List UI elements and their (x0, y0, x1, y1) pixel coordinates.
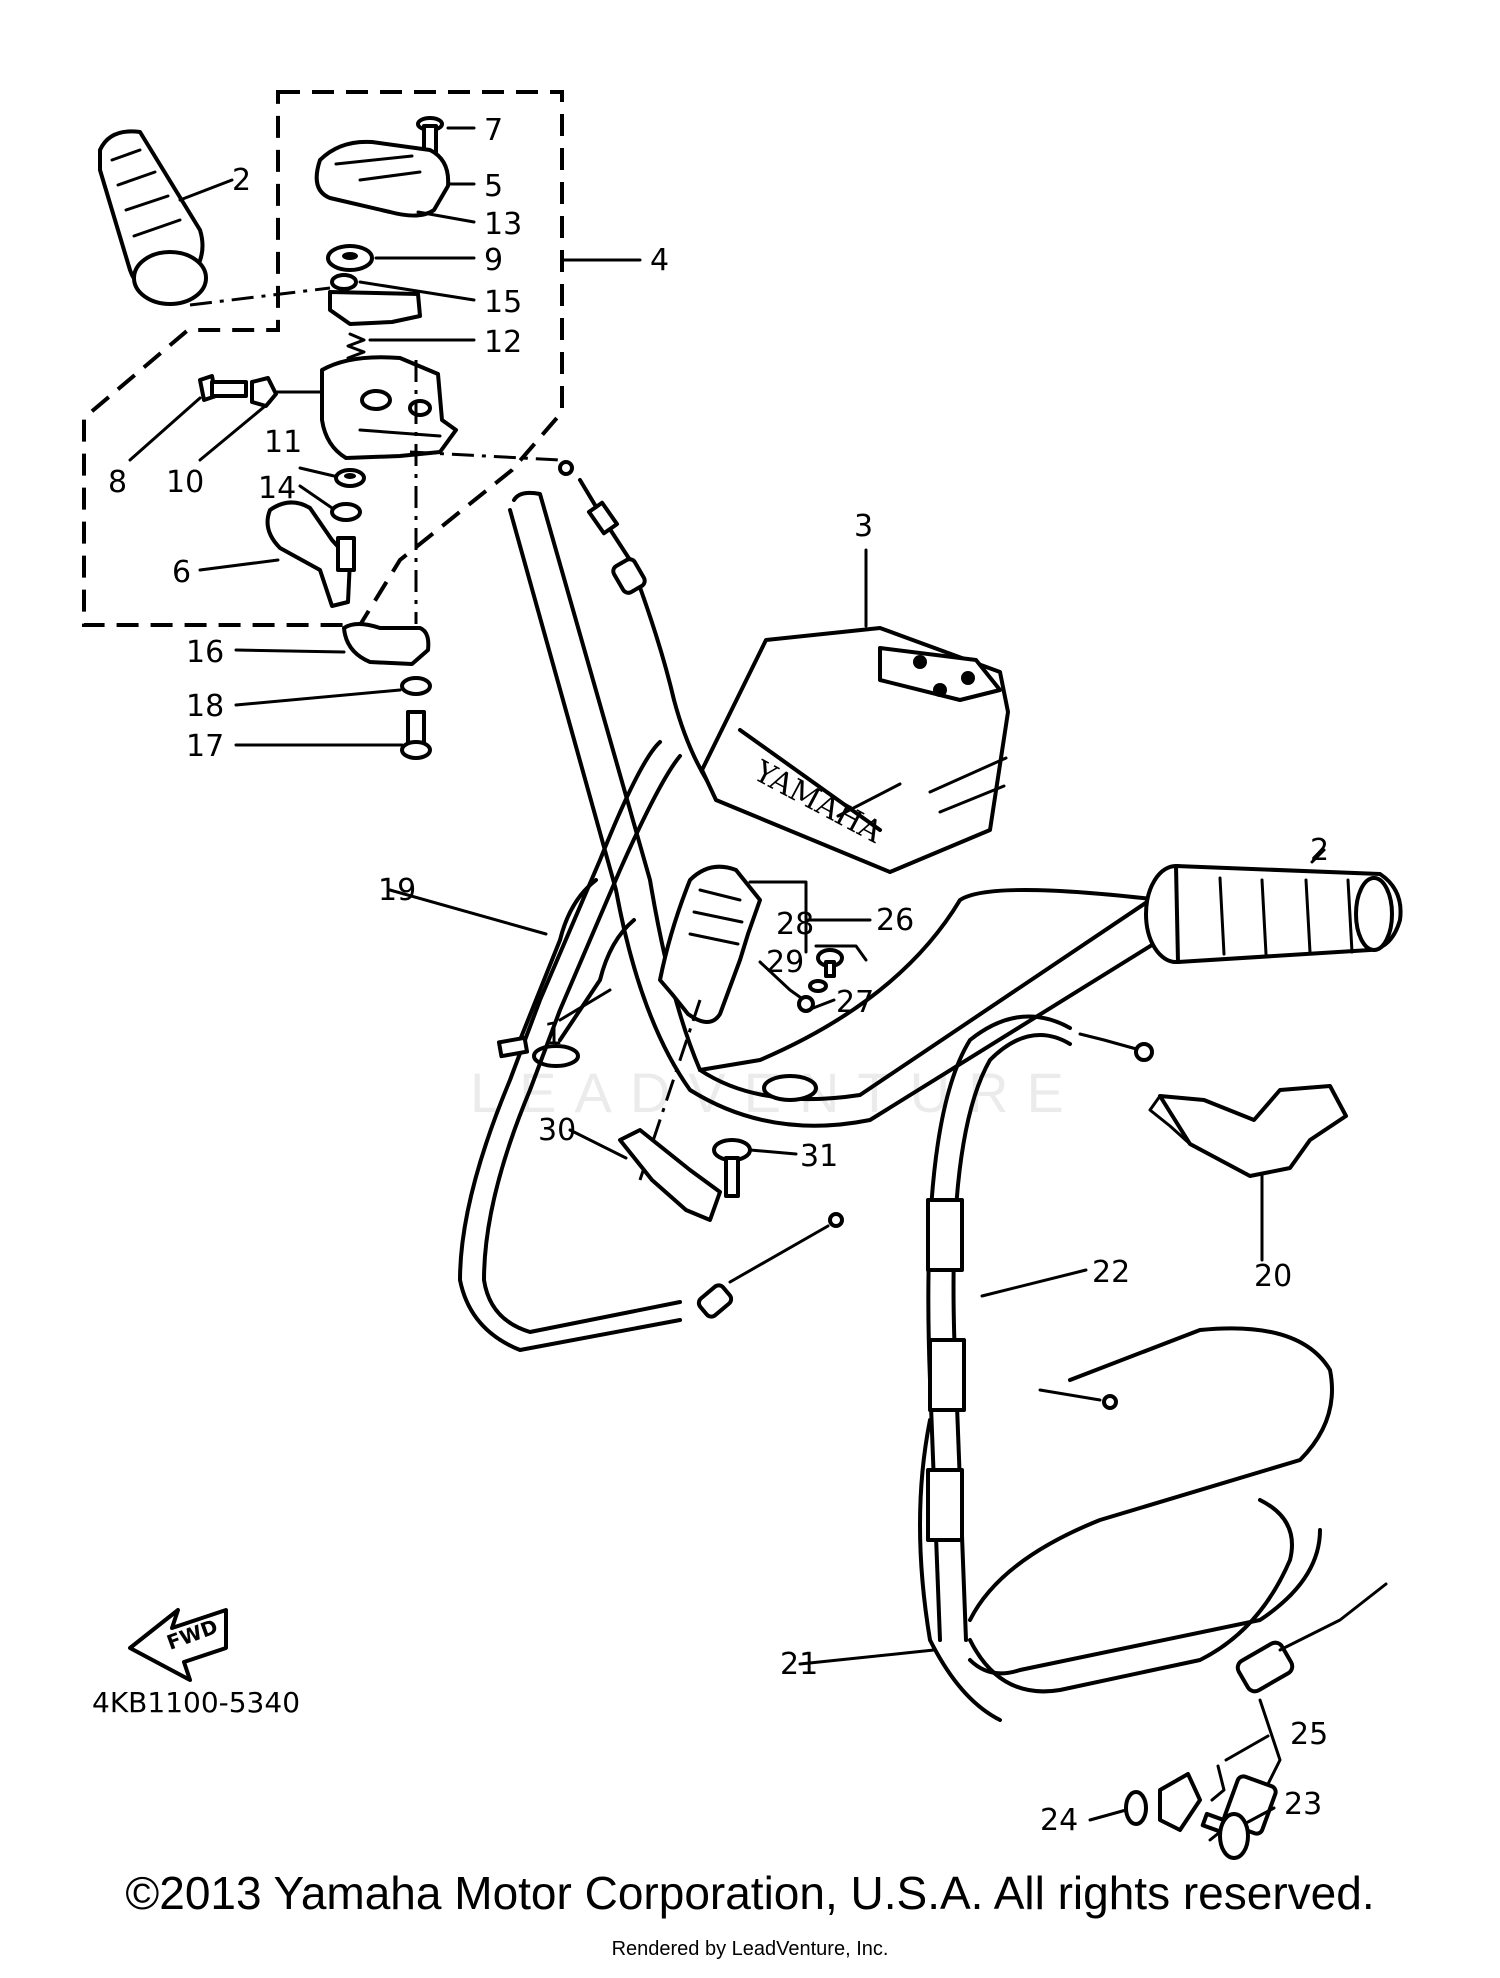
switch-cover-5 (314, 139, 476, 224)
cable-19 (388, 740, 844, 1352)
label-14: 14 (258, 471, 296, 506)
label-13: 13 (484, 207, 522, 242)
grip-right (1144, 848, 1403, 964)
lever-6 (198, 500, 356, 608)
cable-21 (798, 1418, 1388, 1842)
label-22: 22 (1092, 1255, 1130, 1290)
label-24: 24 (1040, 1803, 1078, 1838)
washer-18 (234, 676, 432, 707)
label-27: 27 (836, 985, 874, 1020)
nut-10 (198, 376, 324, 462)
pin-25 (1210, 1734, 1270, 1802)
label-28: 28 (776, 907, 814, 942)
throttle-cable (409, 450, 722, 802)
bolt-8 (128, 374, 248, 462)
bolt-31 (712, 1138, 798, 1198)
label-2-left: 2 (232, 163, 251, 198)
rendered-by: Rendered by LeadVenture, Inc. (611, 1938, 889, 1960)
washer-11 (298, 466, 366, 488)
plate-15 (328, 273, 476, 326)
label-30: 30 (538, 1113, 576, 1148)
switch-20 (1148, 1084, 1348, 1262)
label-3: 3 (854, 509, 873, 544)
screw-28 (816, 948, 844, 978)
label-11: 11 (264, 425, 302, 460)
label-26: 26 (876, 903, 914, 938)
label-21: 21 (780, 1647, 818, 1682)
screw-17 (234, 710, 432, 760)
copyright-footer: ©2013 Yamaha Motor Corporation, U.S.A. A… (125, 1867, 1375, 1919)
label-15: 15 (484, 285, 522, 320)
handlebar-cover-3: YAMAHA (700, 548, 1010, 874)
label-5: 5 (484, 169, 503, 204)
fwd-arrow-icon: FWD (128, 1608, 228, 1682)
clip-27 (758, 960, 836, 1013)
label-7: 7 (484, 113, 503, 148)
label-10: 10 (166, 465, 204, 500)
label-31: 31 (800, 1139, 838, 1174)
handlebar-1 (508, 490, 1162, 1128)
cable-22 (926, 1014, 1334, 1642)
label-9: 9 (484, 243, 503, 278)
label-8: 8 (108, 465, 127, 500)
switch-housing (320, 355, 458, 460)
reference-code: 4KB1100-5340 (92, 1686, 301, 1719)
label-16: 16 (186, 635, 224, 670)
bracket-26 (748, 880, 872, 962)
label-20: 20 (1254, 1259, 1292, 1294)
label-17: 17 (186, 729, 224, 764)
washer-29 (808, 979, 828, 993)
bracket-30 (568, 1128, 722, 1222)
label-2-right: 2 (1310, 833, 1329, 868)
washer-14 (298, 484, 362, 522)
label-19: 19 (378, 873, 416, 908)
label-18: 18 (186, 689, 224, 724)
label-29: 29 (766, 945, 804, 980)
washer-9 (326, 244, 476, 272)
label-6: 6 (172, 555, 191, 590)
label-12: 12 (484, 325, 522, 360)
label-25: 25 (1290, 1717, 1328, 1752)
label-4: 4 (650, 243, 669, 278)
washer-24 (1088, 1790, 1148, 1826)
grip-left (98, 129, 331, 307)
pin-23 (1200, 1806, 1276, 1860)
part-labels: 1 2 2 3 4 5 6 7 8 9 10 11 12 13 14 15 16… (108, 113, 1329, 1838)
label-23: 23 (1284, 1787, 1322, 1822)
label-1: 1 (544, 1017, 563, 1052)
clevis (1158, 1772, 1202, 1832)
clamp-16 (234, 360, 431, 666)
